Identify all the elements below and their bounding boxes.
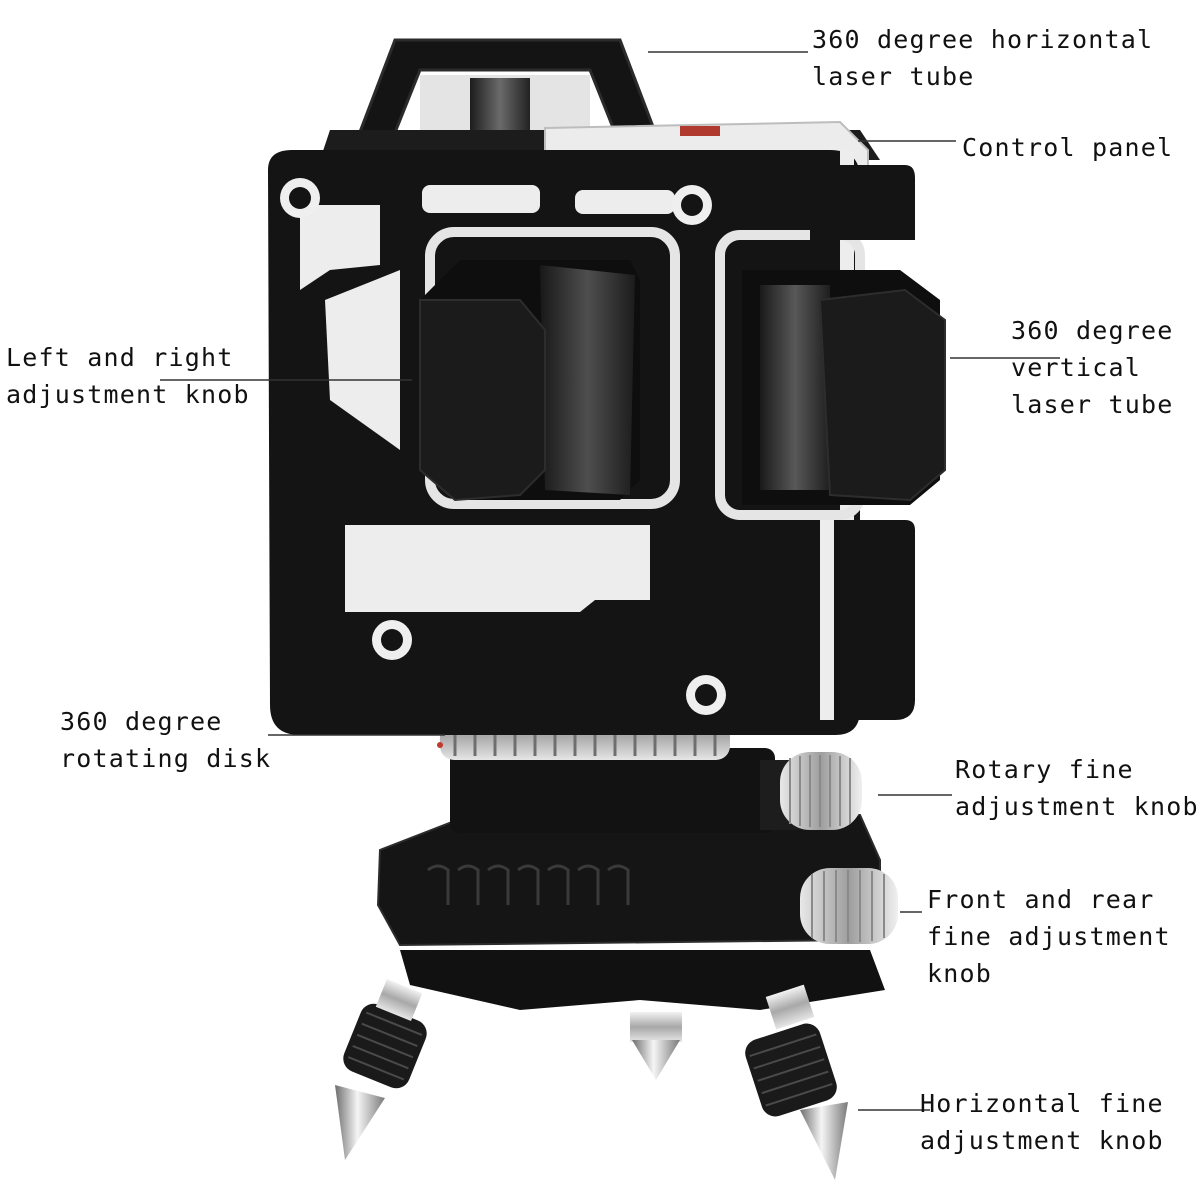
callout-front-rear-fine-adjustment-knob: Front and rear fine adjustment knob (927, 881, 1171, 992)
callout-vertical-laser-tube: 360 degree vertical laser tube (1011, 312, 1174, 423)
callout-horizontal-knob-line2: adjustment knob (920, 1126, 1164, 1155)
callout-front-rear-knob-line3: knob (927, 959, 993, 988)
callout-horizontal-fine-adjustment-knob: Horizontal fine adjustment knob (920, 1085, 1164, 1159)
callout-control-panel: Control panel (962, 129, 1173, 166)
laser-body (268, 38, 946, 735)
tripod-base (376, 814, 885, 1010)
callout-front-rear-knob-line1: Front and rear (927, 885, 1155, 914)
callout-front-rear-knob-line2: fine adjustment (927, 922, 1171, 951)
leader-lines (160, 51, 1060, 1111)
callout-rotating-disk: 360 degree rotating disk (60, 703, 271, 777)
side-lens-housing (715, 230, 946, 520)
callout-vertical-tube-line2: vertical (1011, 353, 1142, 382)
rotary-fine-knob (760, 752, 862, 830)
leveling-foot-left (335, 978, 427, 1160)
callout-vertical-tube-line3: laser tube (1011, 390, 1174, 419)
front-rear-fine-knob (800, 868, 898, 944)
callout-left-right-knob-line1: Left and right (6, 343, 234, 372)
callout-horizontal-tube-line2: laser tube (812, 62, 975, 91)
callout-horizontal-tube-line1: 360 degree horizontal (812, 25, 1154, 54)
callout-horizontal-knob-line1: Horizontal fine (920, 1089, 1164, 1118)
callout-left-right-knob-line2: adjustment knob (6, 380, 250, 409)
front-lens-housing (419, 227, 680, 509)
leveling-foot-right (745, 984, 848, 1180)
screw-holes (280, 178, 726, 715)
callout-horizontal-laser-tube: 360 degree horizontal laser tube (812, 21, 1153, 95)
callout-rotary-knob-line2: adjustment knob (955, 792, 1199, 821)
callout-left-right-adjustment-knob: Left and right adjustment knob (6, 339, 250, 413)
callout-rotary-fine-adjustment-knob: Rotary fine adjustment knob (955, 751, 1199, 825)
callout-rotating-disk-line1: 360 degree (60, 707, 223, 736)
callout-control-panel-line1: Control panel (962, 133, 1174, 162)
callout-rotating-disk-line2: rotating disk (60, 744, 272, 773)
leveling-foot-center (630, 1012, 682, 1080)
callout-vertical-tube-line1: 360 degree (1011, 316, 1174, 345)
callout-rotary-knob-line1: Rotary fine (955, 755, 1134, 784)
